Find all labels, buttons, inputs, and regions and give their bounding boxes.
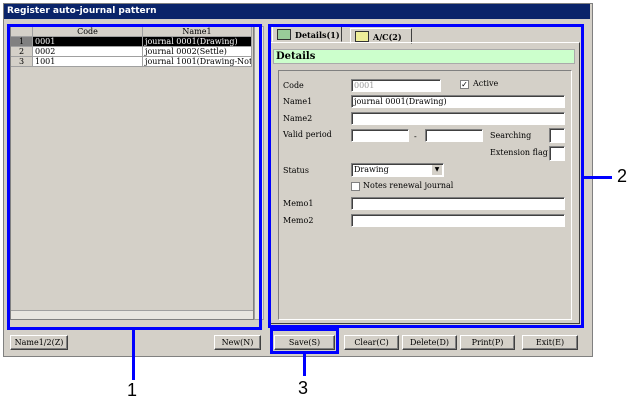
save-button[interactable]: Save(S) xyxy=(274,335,335,350)
status-value: Drawing xyxy=(354,165,389,174)
active-label: Active xyxy=(473,79,499,88)
delete-button[interactable]: Delete(D) xyxy=(402,335,457,350)
new-button[interactable]: New(N) xyxy=(214,335,261,350)
valid-separator: - xyxy=(414,132,417,141)
pattern-grid[interactable]: Code Name1 1 0001 journal 0001(Drawing) … xyxy=(10,26,254,320)
exit-button[interactable]: Exit(E) xyxy=(522,335,578,350)
window-title: Register auto-journal pattern xyxy=(4,4,590,19)
code-field[interactable]: 0001 xyxy=(351,79,441,92)
tab-ac[interactable]: A/C(2) xyxy=(350,28,412,44)
row-number[interactable]: 1 xyxy=(11,37,33,47)
status-label: Status xyxy=(283,166,309,175)
searching-label: Searching xyxy=(490,131,532,140)
status-select[interactable]: Drawing ▼ xyxy=(351,163,444,177)
memo2-label: Memo2 xyxy=(283,216,314,225)
ledger-icon xyxy=(355,31,369,42)
grid-corner xyxy=(11,27,33,37)
notes-renewal-label: Notes renewal journal xyxy=(363,181,454,190)
details-header: Details xyxy=(273,49,575,64)
name12-button[interactable]: Name1/2(Z) xyxy=(10,335,68,350)
name1-label: Name1 xyxy=(283,97,313,106)
callout-number-3: 3 xyxy=(298,378,309,398)
horizontal-scrollbar[interactable] xyxy=(11,310,253,319)
print-button[interactable]: Print(P) xyxy=(460,335,515,350)
callout-line-2 xyxy=(584,176,612,179)
table-row-name[interactable]: journal 0001(Drawing) xyxy=(143,37,252,47)
column-header-name1[interactable]: Name1 xyxy=(143,27,252,37)
tab-label: A/C(2) xyxy=(373,32,402,42)
name2-label: Name2 xyxy=(283,114,313,123)
name1-field[interactable]: journal 0001(Drawing) xyxy=(351,95,565,108)
valid-to-field[interactable] xyxy=(425,129,483,142)
code-label: Code xyxy=(283,81,304,90)
table-row-name[interactable]: journal 0002(Settle) xyxy=(143,47,252,57)
table-row-name[interactable]: journal 1001(Drawing-Notes) xyxy=(143,57,252,67)
valid-period-label: Valid period xyxy=(283,130,332,139)
callout-line-3 xyxy=(303,354,306,376)
tab-label: Details(1) xyxy=(295,30,340,40)
column-header-code[interactable]: Code xyxy=(33,27,143,37)
memo1-field[interactable] xyxy=(351,197,565,210)
callout-line-1 xyxy=(132,330,135,380)
callout-number-2: 2 xyxy=(617,166,628,186)
memo1-label: Memo1 xyxy=(283,199,314,208)
book-icon xyxy=(277,29,291,40)
callout-box-3 xyxy=(270,328,339,354)
callout-box-2 xyxy=(268,24,584,328)
chevron-down-icon[interactable]: ▼ xyxy=(432,165,442,175)
table-row-code[interactable]: 1001 xyxy=(33,57,143,67)
clear-button[interactable]: Clear(C) xyxy=(344,335,399,350)
searching-field[interactable] xyxy=(549,128,565,143)
table-row-code[interactable]: 0001 xyxy=(33,37,143,47)
row-number[interactable]: 2 xyxy=(11,47,33,57)
extension-flag-field[interactable] xyxy=(549,146,565,161)
callout-box-1 xyxy=(7,24,262,330)
details-group xyxy=(278,70,572,320)
memo2-field[interactable] xyxy=(351,214,565,227)
valid-from-field[interactable] xyxy=(351,129,409,142)
table-row-code[interactable]: 0002 xyxy=(33,47,143,57)
row-number[interactable]: 3 xyxy=(11,57,33,67)
extension-flag-label: Extension flag xyxy=(490,148,548,157)
active-checkbox[interactable]: ✓ xyxy=(460,80,469,89)
callout-number-1: 1 xyxy=(127,380,138,400)
name2-field[interactable] xyxy=(351,112,565,125)
notes-renewal-checkbox[interactable] xyxy=(351,182,360,191)
